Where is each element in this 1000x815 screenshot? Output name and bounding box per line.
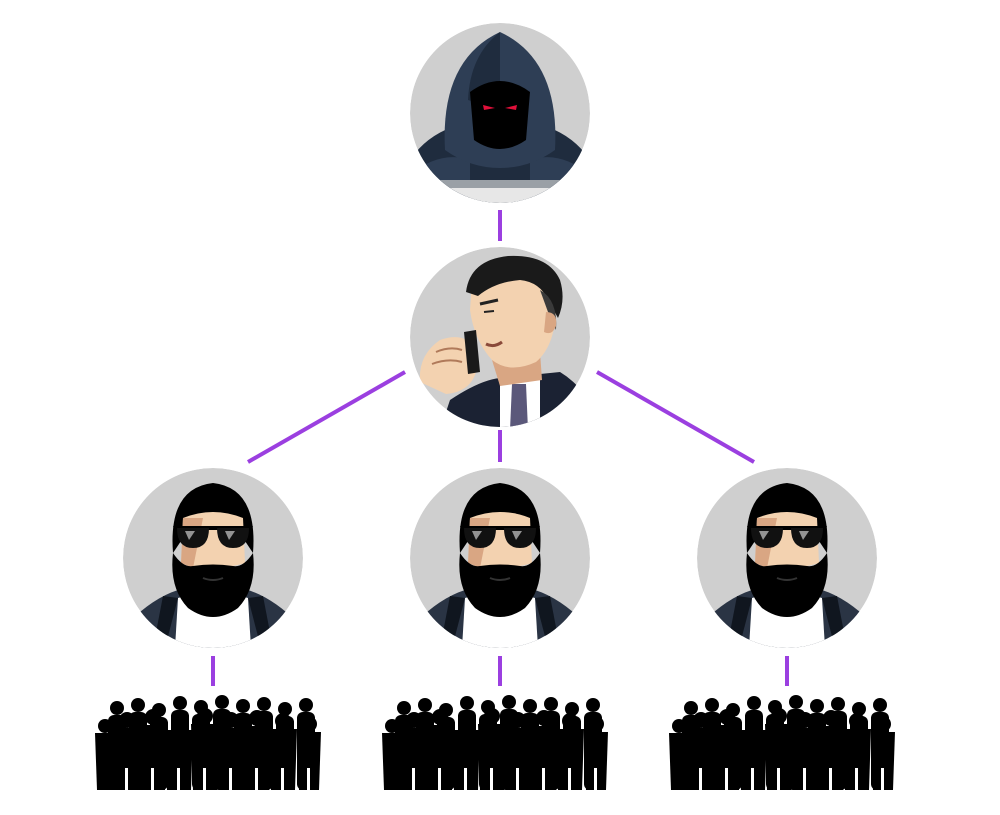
crowd-silhouette-icon [382, 695, 608, 790]
connector-manager-agent-left [247, 370, 406, 464]
node-agent-right [697, 468, 877, 648]
connectors [211, 210, 789, 686]
businessman-phone-icon [410, 247, 590, 427]
connector-manager-agent-right [596, 370, 755, 464]
bearded-man-sunglasses-icon [410, 468, 590, 648]
node-agent-left [123, 468, 303, 648]
crowd-center [382, 695, 608, 790]
hooded-figure-icon [410, 23, 590, 203]
node-manager [410, 247, 590, 427]
crowd-silhouette-icon [669, 695, 895, 790]
node-boss [410, 23, 590, 203]
crowd-right [669, 695, 895, 790]
bearded-man-sunglasses-icon [123, 468, 303, 648]
bearded-man-sunglasses-icon [697, 468, 877, 648]
node-agent-center [410, 468, 590, 648]
crowd-silhouette-icon [95, 695, 321, 790]
crowd-left [95, 695, 321, 790]
